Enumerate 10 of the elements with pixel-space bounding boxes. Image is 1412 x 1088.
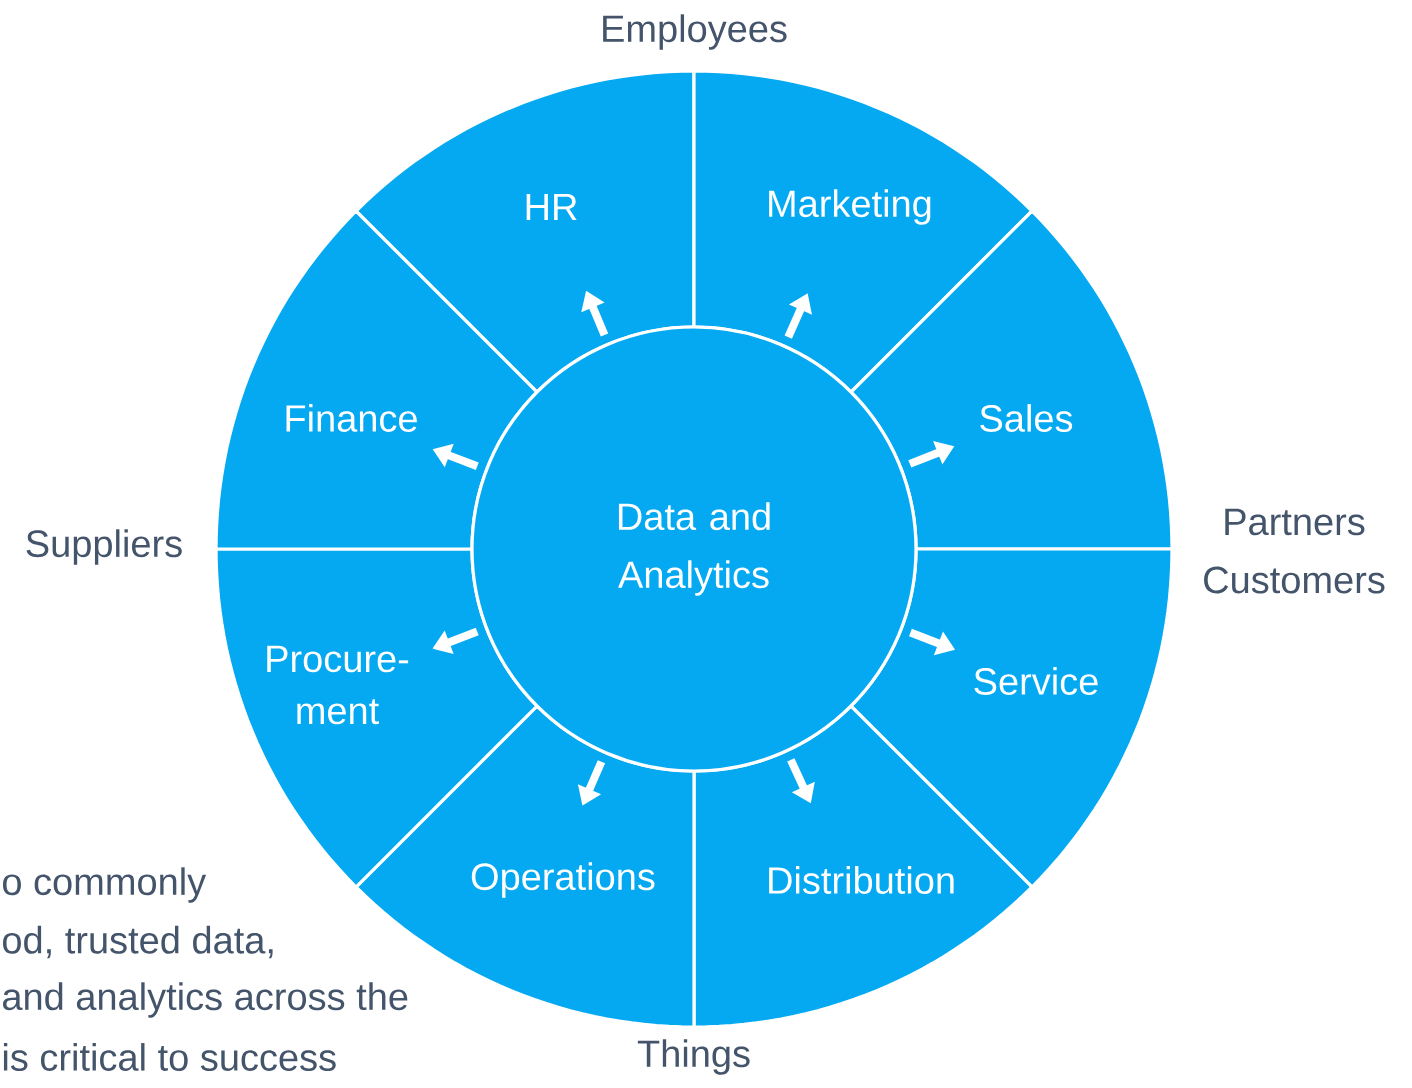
outer-label: od, trusted data, [3,925,273,959]
outer-label: o commonly [3,867,207,903]
outer-label: Things [637,1039,750,1075]
outer-label: Partners [1225,508,1365,536]
outer-label: and analytics across the [3,982,408,1018]
outer-label: Employees [603,14,787,50]
outer-label: is critical to success [3,1043,336,1071]
wheel-segment: Distribution [692,703,1035,1029]
outer-label: Customers [1204,566,1385,594]
outer-label: Suppliers [26,529,182,565]
